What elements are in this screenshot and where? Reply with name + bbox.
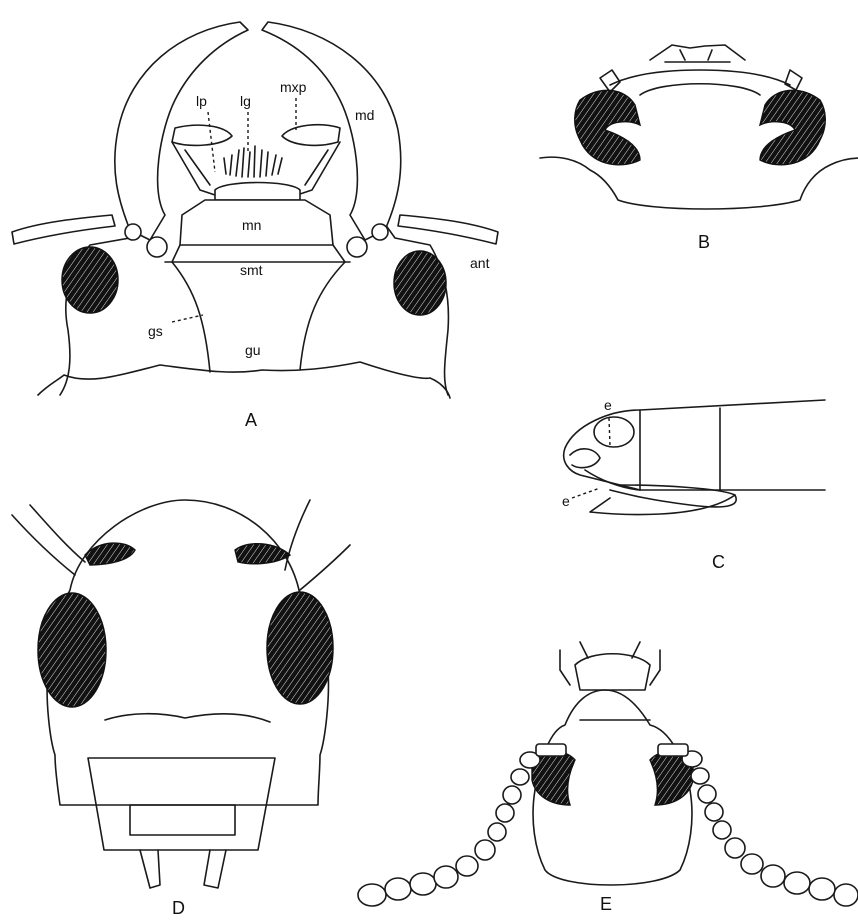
panel-a-label-mxp: mxp xyxy=(280,79,307,95)
panel-a-maxilla-right xyxy=(297,142,340,195)
panel-b-antenna-left xyxy=(600,70,620,92)
panel-a-ligula-bristles xyxy=(224,146,282,177)
panel-a-label-smt: smt xyxy=(240,262,263,278)
panel-a-right-palp xyxy=(282,125,340,146)
panel-a-gular-suture-right xyxy=(300,262,345,370)
panel-a-right-antenna xyxy=(398,215,498,244)
panel-c-e-leader-bottom xyxy=(572,488,600,498)
panel-a: lp lg mxp md mn smt gs gu ant A xyxy=(12,22,498,430)
panel-b: B xyxy=(540,45,858,252)
panel-a-left-knob xyxy=(125,224,141,240)
panel-d-left-eye xyxy=(38,593,106,707)
panel-a-label-gs: gs xyxy=(148,323,163,339)
panel-e-letter: E xyxy=(600,894,612,914)
panel-c-mouthparts xyxy=(570,449,640,490)
panel-e-palps xyxy=(560,642,660,685)
panel-a-letter: A xyxy=(245,410,257,430)
panel-a-maxilla-left xyxy=(172,142,215,195)
panel-d: D xyxy=(12,500,350,918)
panel-c-eye xyxy=(594,417,634,447)
panel-a-label-lp: lp xyxy=(196,93,207,109)
panel-c-label-e-bottom: e xyxy=(562,493,570,509)
panel-c-label-e-top: e xyxy=(604,397,612,413)
panel-d-antenna-left xyxy=(12,505,85,575)
panel-a-label-lg: lg xyxy=(240,93,251,109)
panel-d-right-eye xyxy=(267,592,333,704)
panel-a-right-eye xyxy=(394,251,446,315)
panel-a-left-eye xyxy=(62,247,118,313)
panel-d-mandibles xyxy=(140,850,226,888)
panel-b-head-top xyxy=(610,70,790,85)
panel-b-right-eye xyxy=(760,90,825,165)
panel-a-left-antenna xyxy=(12,215,115,244)
panel-a-submentum xyxy=(165,245,350,262)
panel-c-thorax-outline xyxy=(640,400,825,490)
panel-d-frontal-ridge xyxy=(105,714,270,722)
panel-d-letter: D xyxy=(172,898,185,918)
panel-a-right-condyle xyxy=(347,237,367,257)
panel-b-left-eye xyxy=(575,90,640,165)
panel-c: e e C xyxy=(562,397,825,572)
panel-a-left-palp xyxy=(172,125,232,145)
panel-d-clypeus xyxy=(88,758,275,850)
panel-d-right-ocellus xyxy=(235,544,290,564)
panel-b-letter: B xyxy=(698,232,710,252)
panel-a-label-ant: ant xyxy=(470,255,490,271)
panel-a-ligula xyxy=(215,183,300,201)
panel-a-right-knob xyxy=(372,224,388,240)
panel-a-gs-leader xyxy=(172,315,203,322)
panel-a-label-mn: mn xyxy=(242,217,261,233)
panel-b-antenna-right xyxy=(785,70,802,90)
panel-d-labrum xyxy=(130,805,235,835)
panel-a-label-gu: gu xyxy=(245,342,261,358)
panel-a-label-md: md xyxy=(355,107,374,123)
panel-a-left-condyle xyxy=(147,237,167,257)
panel-c-letter: C xyxy=(712,552,725,572)
panel-e: E xyxy=(358,642,858,914)
panel-b-body-outline xyxy=(540,157,858,209)
panel-a-lower-margin xyxy=(38,362,450,398)
